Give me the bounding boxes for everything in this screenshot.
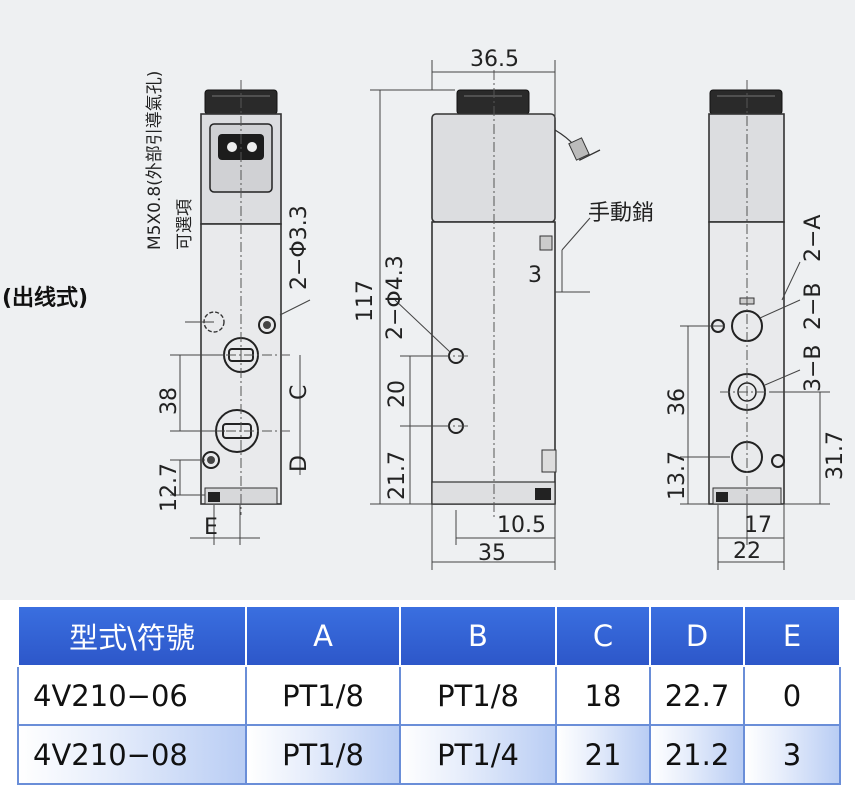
dim-36-5: 36.5 (470, 47, 519, 72)
table-row: 4V210−06 PT1/8 PT1/8 18 22.7 0 (17, 665, 841, 726)
optional-note: 可選項 (175, 199, 195, 250)
dim-D: D (287, 455, 312, 472)
back-view (680, 80, 830, 570)
dim-12-7: 12.7 (157, 463, 182, 512)
cell-model: 4V210−08 (17, 724, 247, 785)
header-E: E (743, 605, 841, 667)
header-A: A (245, 605, 401, 667)
cell-B: PT1/8 (399, 665, 557, 726)
cell-D: 21.2 (649, 724, 745, 785)
coil (708, 113, 785, 223)
table-header-row: 型式\符號 A B C D E (17, 605, 841, 667)
header-D: D (649, 605, 745, 667)
front-view (170, 80, 311, 545)
m5-port-note: M5X0.8(外部引導氣孔) (145, 71, 165, 250)
port-2-B: 2−B (801, 282, 826, 330)
cell-C: 18 (555, 665, 651, 726)
dim-3: 3 (528, 263, 542, 288)
side-view (370, 60, 601, 570)
dim-31-7: 31.7 (823, 431, 848, 480)
port-2-A: 2−A (801, 215, 826, 262)
dim-13-7: 13.7 (665, 451, 690, 500)
cell-D: 22.7 (649, 665, 745, 726)
cell-C: 21 (555, 724, 651, 785)
dim-10-5: 10.5 (497, 513, 546, 538)
dim-17: 17 (744, 513, 772, 538)
dim-38: 38 (157, 387, 182, 415)
port-3-B: 3−B (801, 344, 826, 392)
drawing-canvas: (出线式) M5X0.8(外部引導氣孔) 可選項 2−Φ3.3 38 12.7 … (2, 47, 848, 570)
dim-117: 117 (353, 280, 378, 322)
cell-A: PT1/8 (245, 724, 401, 785)
header-C: C (555, 605, 651, 667)
dim-21-7: 21.7 (385, 451, 410, 500)
cell-A: PT1/8 (245, 665, 401, 726)
header-B: B (399, 605, 557, 667)
manual-pin-note: 手動銷 (588, 201, 654, 226)
cell-model: 4V210−06 (17, 665, 247, 726)
dim-2-phi-4-3: 2−Φ4.3 (383, 255, 408, 340)
cell-E: 0 (743, 665, 841, 726)
table-row: 4V210−08 PT1/8 PT1/4 21 21.2 3 (17, 724, 841, 785)
cell-E: 3 (743, 724, 841, 785)
technical-drawing: (出线式) M5X0.8(外部引導氣孔) 可選項 2−Φ3.3 38 12.7 … (0, 0, 855, 600)
spec-table: 型式\符號 A B C D E 4V210−06 PT1/8 PT1/8 18 … (17, 605, 841, 785)
dim-35: 35 (478, 541, 506, 566)
dim-20: 20 (385, 380, 410, 408)
header-model: 型式\符號 (17, 605, 247, 667)
coil-cap (456, 89, 530, 115)
dim-22: 22 (733, 539, 761, 564)
dim-2-phi-3-3: 2−Φ3.3 (287, 205, 312, 290)
dim-C: C (287, 385, 312, 400)
cell-B: PT1/4 (399, 724, 557, 785)
dim-36: 36 (665, 388, 690, 416)
coil-cap (709, 89, 783, 115)
dim-E: E (204, 515, 218, 540)
out-type-label: (出线式) (2, 285, 88, 311)
